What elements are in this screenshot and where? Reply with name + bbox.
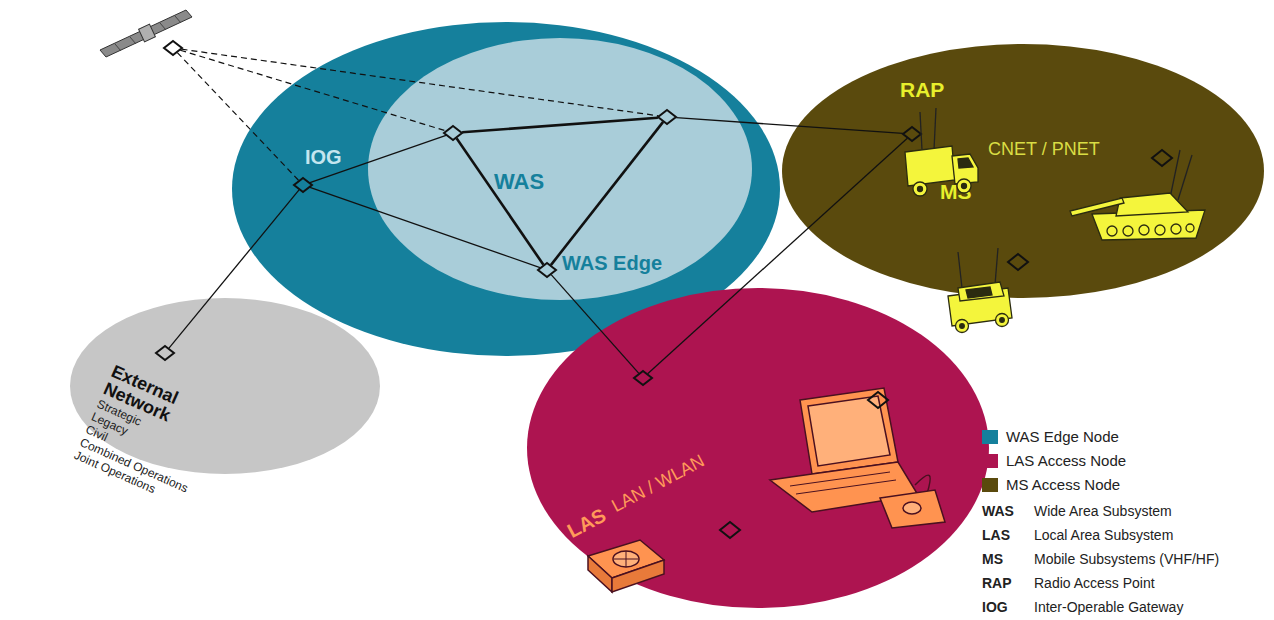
diamond-outline	[163, 40, 183, 56]
access-diamond	[1008, 254, 1028, 270]
legend-swatch	[982, 454, 998, 468]
abbreviation-meaning: Wide Area Subsystem	[1034, 503, 1172, 519]
wide-area-subsystem: WAS WAS Edge	[368, 38, 752, 300]
legend-swatch	[982, 430, 998, 444]
area-subtitle: CNET / PNET	[988, 140, 1100, 160]
ellipse-outline	[527, 288, 989, 608]
external-diamond	[155, 345, 175, 361]
access-diamond	[720, 522, 740, 538]
was-node-diamond	[443, 125, 463, 141]
node-label: IOG	[305, 146, 342, 168]
satellite-link	[177, 53, 298, 181]
node-diamond	[444, 126, 462, 140]
node-label: WAS Edge	[562, 252, 662, 274]
gateway-diamond: IOG	[293, 177, 313, 193]
area-ellipse	[70, 298, 380, 474]
node-diamond	[538, 263, 556, 277]
network-link	[310, 187, 540, 267]
network-link	[551, 122, 663, 265]
area-title: WAS	[494, 170, 544, 194]
radio-access-diamond: RAP	[902, 126, 922, 142]
diamond-outline	[443, 125, 463, 141]
network-link	[648, 138, 908, 373]
router-icon	[588, 540, 664, 592]
jeep-icon	[948, 248, 1012, 333]
area-ellipse	[527, 288, 989, 608]
node-diamond	[903, 127, 921, 141]
network-link	[457, 138, 544, 265]
tank-icon	[1070, 150, 1205, 240]
abbreviation-meaning: Inter-Operable Gateway	[1034, 599, 1183, 615]
legend-text: LAS Access Node	[1006, 453, 1126, 469]
legend-swatch	[982, 478, 998, 492]
node-diamond	[294, 178, 312, 192]
abbreviation: IOG	[982, 599, 1008, 615]
abbreviation-meaning: Local Area Subsystem	[1034, 527, 1173, 543]
satellite-node	[163, 40, 183, 56]
laptop-icon	[770, 388, 945, 528]
abbreviation: RAP	[982, 575, 1012, 591]
truck-icon	[905, 108, 978, 196]
satellite-link	[180, 50, 446, 131]
ellipse-outline	[782, 44, 1264, 298]
network-link	[310, 135, 446, 182]
network-link	[551, 275, 639, 374]
abbreviation: LAS	[982, 527, 1010, 543]
diamond-outline	[902, 126, 922, 142]
abbreviation-meaning: Mobile Subsystems (VHF/HF)	[1034, 551, 1219, 567]
network-link	[169, 190, 299, 348]
diamond-outline	[657, 109, 677, 125]
network-link	[676, 118, 903, 134]
abbreviation: WAS	[982, 503, 1014, 519]
access-diamond	[1152, 150, 1172, 166]
satellite	[100, 10, 192, 57]
node-diamond	[634, 371, 652, 385]
area-ellipse	[782, 44, 1264, 298]
access-diamond	[868, 392, 888, 408]
diamond-outline	[633, 370, 653, 386]
external-network: External NetworkStrategicLegacyCivilComb…	[70, 298, 380, 474]
legend-text: WAS Edge Node	[1006, 429, 1119, 445]
area-ellipse	[368, 38, 752, 300]
mobile-subsystem: MS CNET / PNET RAP	[782, 44, 1264, 298]
network-link	[462, 118, 658, 133]
abbreviation: MS	[982, 551, 1003, 567]
satellite-link	[182, 49, 659, 116]
was-edge-diamond: WAS Edge	[537, 262, 557, 278]
node-diamond	[156, 346, 174, 360]
local-area-subsystem: LASLAN / WLAN	[527, 288, 989, 608]
was-node-diamond	[657, 109, 677, 125]
las-access-diamond	[633, 370, 653, 386]
diamond-outline	[293, 177, 313, 193]
node-diamond	[658, 110, 676, 124]
ellipse-outline	[368, 38, 752, 300]
abbreviation-meaning: Radio Access Point	[1034, 575, 1155, 591]
node-label: RAP	[900, 78, 944, 101]
area-title: MS	[940, 180, 972, 203]
legend-text: MS Access Node	[1006, 477, 1120, 493]
diamond-outline	[155, 345, 175, 361]
node-diamond	[164, 41, 182, 55]
diamond-outline	[537, 262, 557, 278]
